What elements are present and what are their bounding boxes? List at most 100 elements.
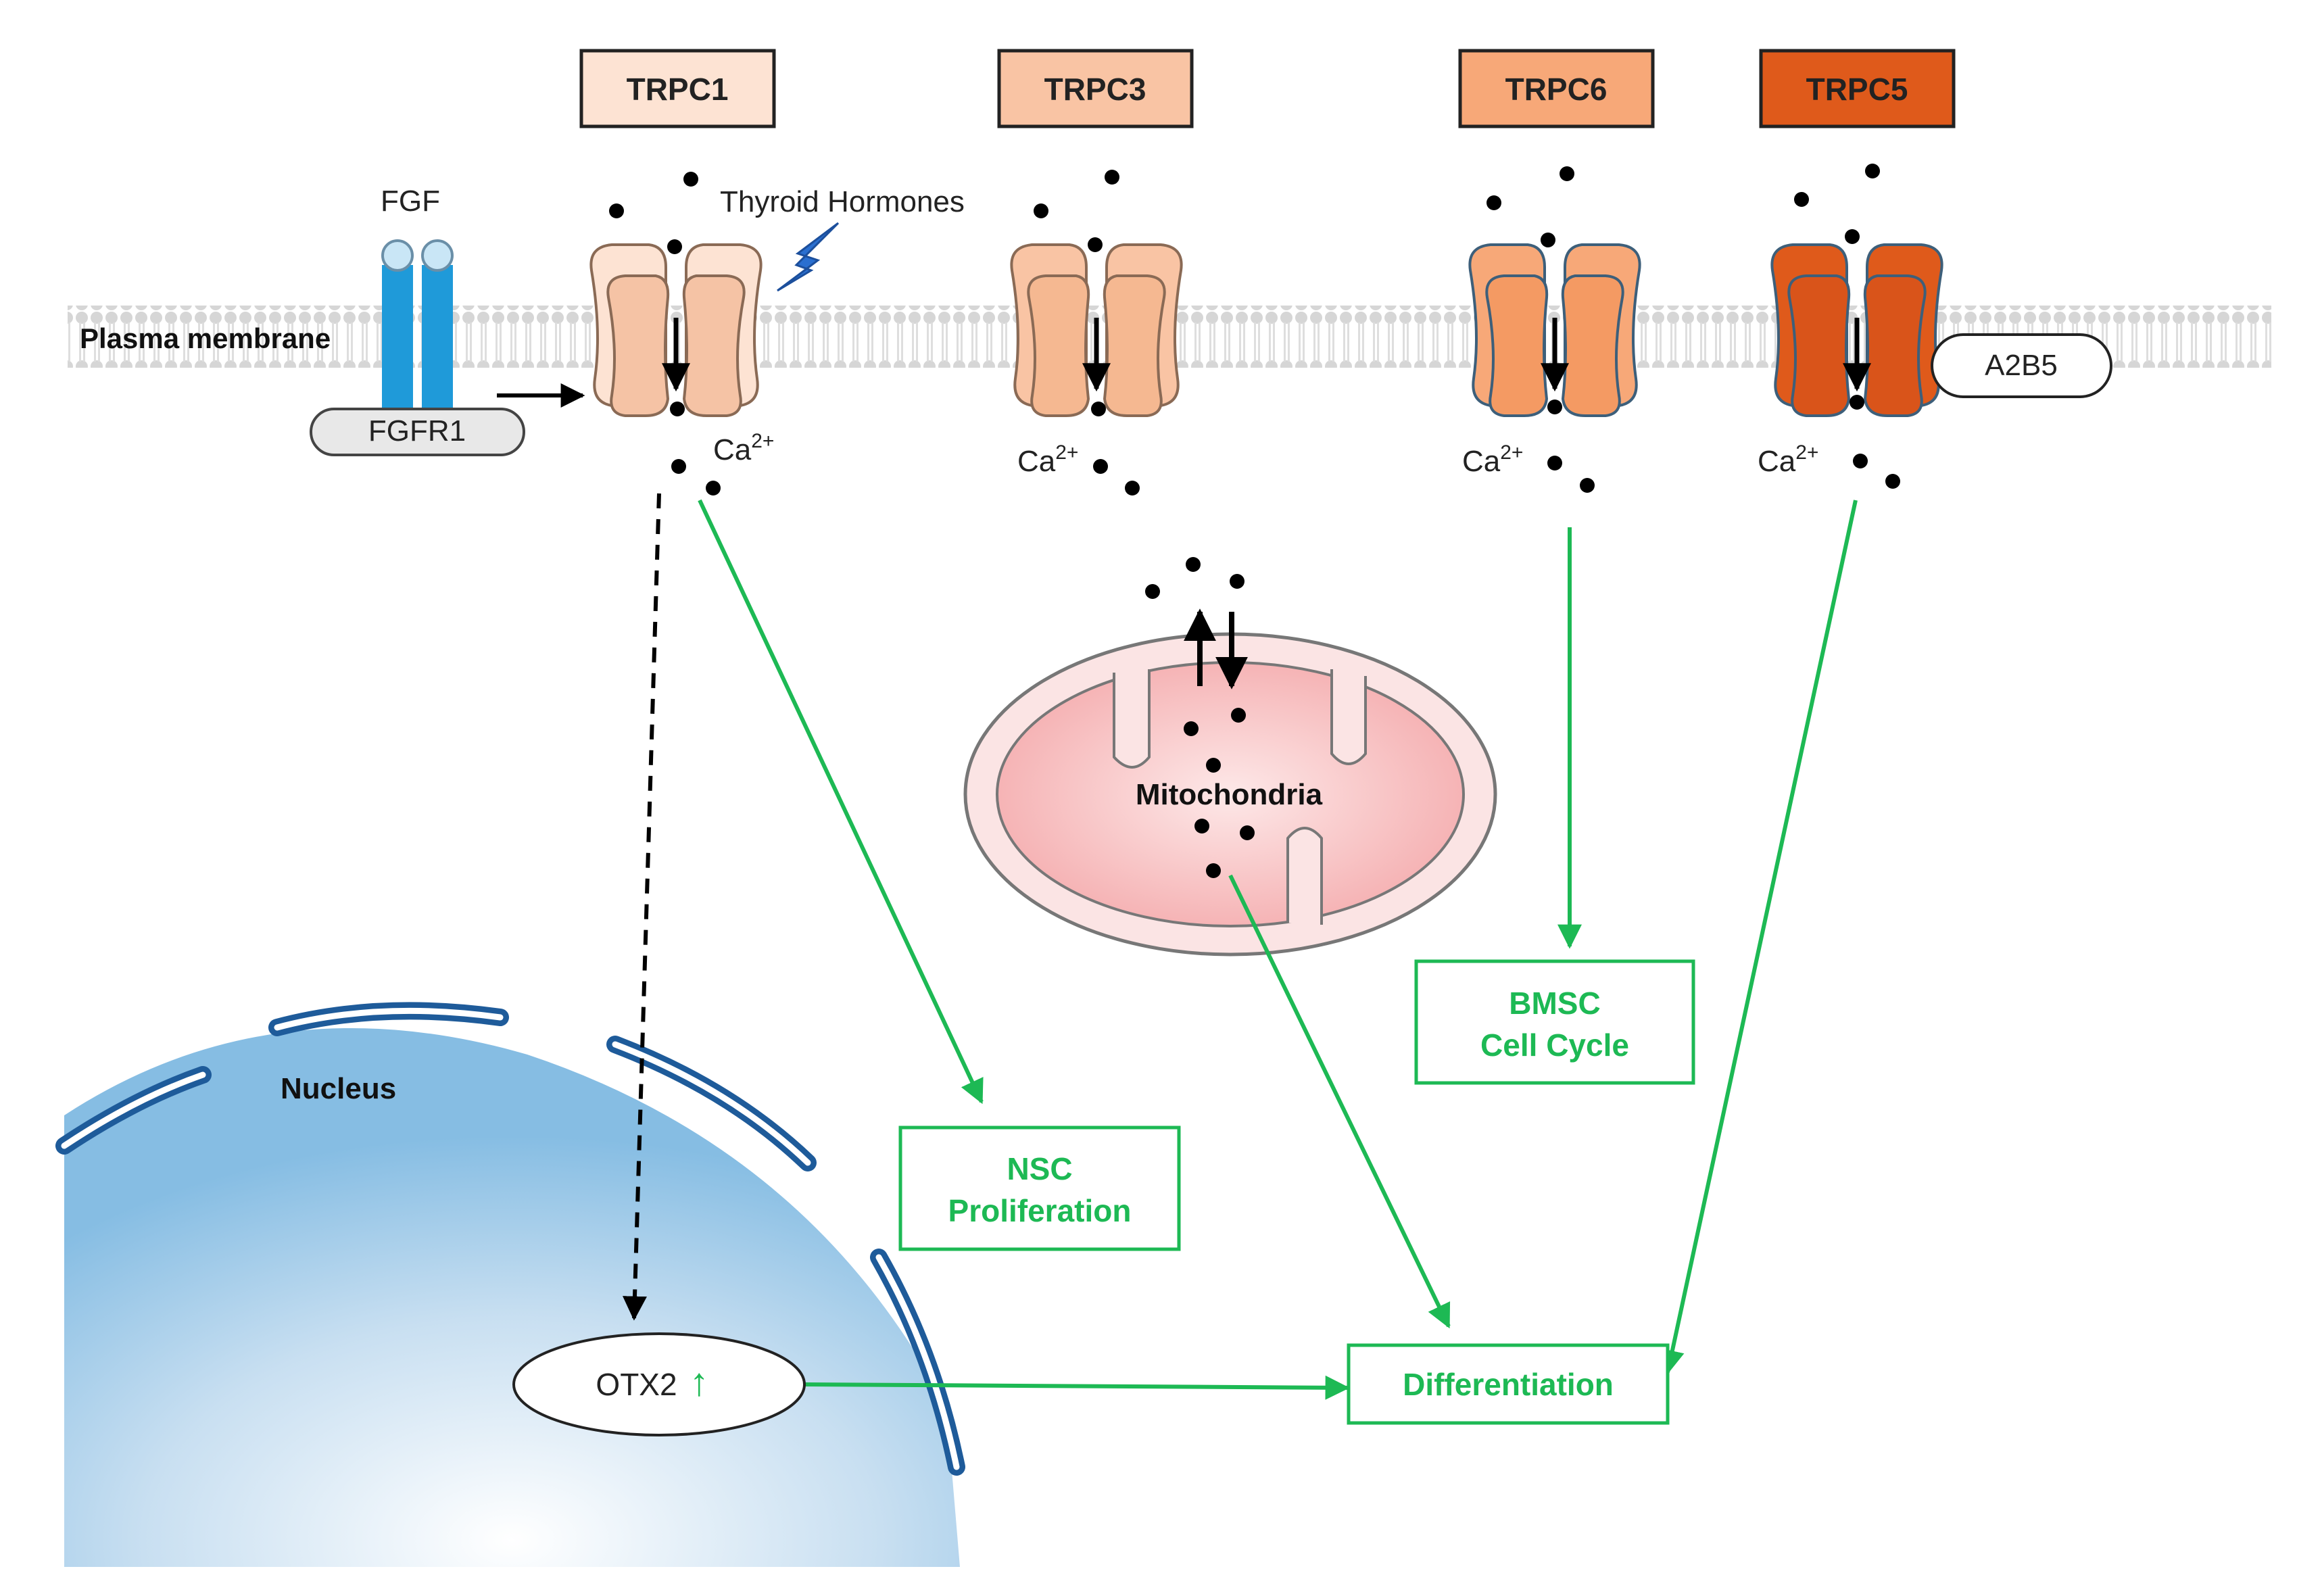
mito-to-differentiation-arrow <box>1228 874 1451 1329</box>
fgfr1-box <box>310 408 525 456</box>
ca-dot <box>1206 758 1221 773</box>
nsc-proliferation-box <box>898 1126 1181 1251</box>
trpc1-channel <box>589 243 763 417</box>
trpc5-channel <box>1770 243 1943 417</box>
ca-dot <box>1845 229 1860 244</box>
nsc-line1: NSC <box>1007 1151 1072 1186</box>
fgf-label: FGF <box>381 185 440 218</box>
ca-dot <box>671 459 686 474</box>
trpc6-subunit-front-right <box>1561 274 1624 417</box>
thyroid-label: Thyroid Hormones <box>720 185 965 218</box>
fgfr1-left-arm <box>382 265 413 420</box>
channels-layer <box>589 243 1943 417</box>
trpc1-to-nsc-arrow <box>698 499 984 1105</box>
ca-dot <box>1034 203 1048 218</box>
ca-dot <box>706 481 721 495</box>
ca-dot <box>670 402 685 416</box>
trpc5-label: TRPC5 <box>1806 72 1908 107</box>
differentiation-label: Differentiation <box>1403 1367 1614 1402</box>
trpc5-subunit-front-left <box>1787 274 1851 417</box>
outcomes: NSC Proliferation BMSC Cell Cycle Differ… <box>898 959 1695 1425</box>
ca-dot <box>1885 474 1900 489</box>
ca-charge-trpc3: 2+ <box>1055 441 1078 464</box>
a2b5-label: A2B5 <box>1985 349 2058 382</box>
ca-dot <box>1794 192 1809 207</box>
ca-label-trpc5: Ca2+ <box>1758 441 1818 478</box>
trpc1-subunit-front-right <box>682 274 746 417</box>
ca-dot <box>1105 170 1119 185</box>
ca-dot <box>1580 478 1595 493</box>
nucleus: Nucleus <box>55 1002 965 1567</box>
ca-dot <box>1541 233 1555 247</box>
ca-dot <box>1560 166 1574 181</box>
ca-charge-trpc6: 2+ <box>1500 441 1523 464</box>
ca-dot <box>609 203 624 218</box>
ca-dot <box>1091 402 1106 416</box>
nsc-line2: Proliferation <box>948 1193 1132 1228</box>
ca-dot <box>1865 164 1880 178</box>
ca-dot <box>1184 721 1199 736</box>
pathway-arrows <box>622 493 1858 1400</box>
ca-dot <box>1547 400 1562 414</box>
ca-dot <box>1194 819 1209 833</box>
bmsc-line1: BMSC <box>1509 986 1600 1021</box>
trpc1-label-box <box>579 49 776 128</box>
ca-label-trpc3: Ca2+ <box>1017 441 1078 478</box>
otx2-to-differentiation-arrow <box>804 1375 1350 1400</box>
ca-dot <box>1487 195 1501 210</box>
trpc6-channel <box>1468 243 1641 417</box>
trpc5-subunit-front-right <box>1863 274 1927 417</box>
ca-dot <box>1088 237 1103 252</box>
calcium-ions <box>609 164 1900 878</box>
ca-dot <box>1231 708 1246 723</box>
trpc3-subunit-front-left <box>1027 274 1090 417</box>
trpc3-channel <box>1010 243 1183 417</box>
ca-label-trpc6: Ca2+ <box>1462 441 1523 478</box>
ca-labels: Ca2+ Ca2+ Ca2+ Ca2+ <box>713 430 1818 478</box>
fgfr1-label: FGFR1 <box>368 414 466 448</box>
ca-dot <box>1230 574 1244 589</box>
ca-dot <box>1145 584 1160 599</box>
trpc1-subunit-front-left <box>606 274 670 417</box>
thyroid-hormones: Thyroid Hormones <box>720 185 965 292</box>
differentiation-box <box>1347 1343 1670 1425</box>
trpc3-label: TRPC3 <box>1044 72 1146 107</box>
trpc1-to-otx2-dashed-arrow <box>622 493 661 1321</box>
trpc5-to-differentiation-arrow <box>1660 500 1858 1375</box>
ca-dot <box>1125 481 1140 495</box>
ca-label-trpc1: Ca2+ <box>713 430 774 466</box>
mitochondria: Mitochondria <box>963 608 1497 957</box>
ca-dot <box>1547 456 1562 470</box>
ca-dot <box>1850 395 1864 410</box>
ca-charge-trpc5: 2+ <box>1795 441 1818 464</box>
a2b5-box <box>1931 333 2112 398</box>
ca-dot <box>1206 863 1221 878</box>
ca-charge-trpc1: 2+ <box>751 430 774 452</box>
nucleus-label: Nucleus <box>281 1072 396 1105</box>
ca-dot <box>667 239 682 254</box>
trpc6-label: TRPC6 <box>1505 72 1608 107</box>
up-arrow-icon: ↑ <box>690 1360 709 1404</box>
lightning-icon <box>777 222 840 292</box>
trpc6-label-box <box>1458 49 1655 128</box>
plasma-membrane-label: Plasma membrane <box>80 322 331 354</box>
fgf-receptor: FGF FGFR1 <box>310 185 585 456</box>
ca-dot <box>1093 459 1108 474</box>
otx2-label: OTX2↑ <box>596 1360 708 1404</box>
ca-dot <box>1853 454 1868 468</box>
trpc5-label-box <box>1759 49 1956 128</box>
trpc3-label-box <box>997 49 1194 128</box>
fgf-ligand-2 <box>421 239 454 272</box>
ca-dot <box>683 172 698 187</box>
fgf-ligand-1 <box>381 239 414 272</box>
fgfr1-right-arm <box>422 265 453 420</box>
otx2: OTX2↑ <box>512 1332 806 1436</box>
ca-dot <box>1186 557 1201 572</box>
trpc6-subunit-front-left <box>1485 274 1549 417</box>
channel-labels: TRPC1 TRPC3 TRPC6 TRPC5 <box>579 49 1956 128</box>
trpc3-subunit-front-right <box>1103 274 1166 417</box>
mitochondria-label: Mitochondria <box>1136 778 1323 811</box>
ca-dot <box>1240 825 1255 840</box>
trpc1-label: TRPC1 <box>627 72 729 107</box>
